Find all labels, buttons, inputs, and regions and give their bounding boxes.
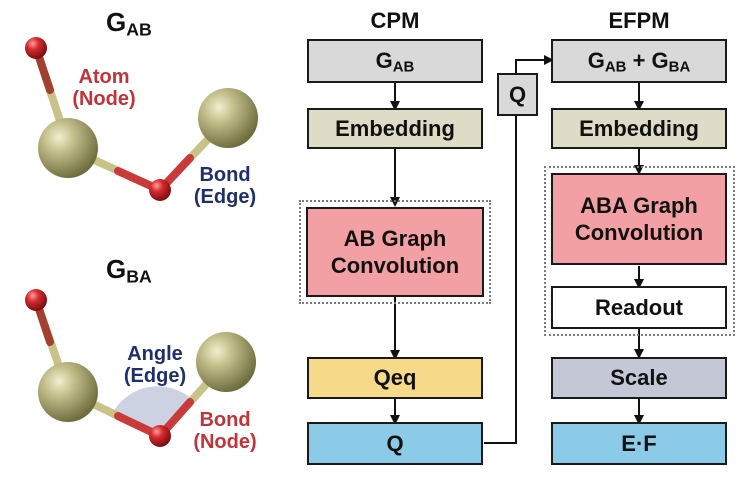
gab-atom-large-left — [38, 118, 98, 178]
bond-edge-line1: Bond — [199, 164, 251, 186]
cpm-input-box: GAB — [307, 39, 483, 83]
gba-atom-small-bottom — [149, 425, 171, 447]
angle-edge-label: Angle (Edge) — [110, 343, 200, 387]
efpm-output-box: E·F — [551, 422, 727, 465]
cpm-conv-line1: AB Graph — [343, 225, 447, 251]
gab-atom-small-bottom — [149, 179, 171, 201]
bond-edge-label: Bond (Edge) — [180, 164, 270, 208]
efpm-readout-box: Readout — [551, 286, 727, 329]
angle-edge-line1: Angle — [127, 343, 183, 365]
bond-node-line2: (Node) — [193, 431, 257, 453]
atom-label-line2: (Node) — [72, 88, 136, 110]
cpm-q-box: Q — [307, 422, 483, 465]
efpm-graph-conv-box: ABA Graph Convolution — [551, 173, 727, 265]
bond-edge-line2: (Edge) — [193, 186, 257, 208]
gab-title: GAB — [106, 7, 152, 40]
efpm-title: EFPM — [608, 8, 670, 33]
efpm-conv-line1: ABA Graph — [580, 192, 698, 218]
efpm-embedding-box: Embedding — [551, 108, 727, 149]
gba-atom-small-top — [25, 289, 47, 311]
q-link-box: Q — [497, 73, 538, 116]
cpm-title: CPM — [370, 8, 420, 33]
bond-node-line1: Bond — [199, 409, 251, 431]
cpm-conv-dashed-frame — [299, 200, 491, 304]
gba-atom-large-right — [196, 332, 256, 392]
gba-title: GBA — [106, 254, 152, 287]
gba-atom-large-left — [38, 362, 98, 422]
cpm-graph-conv-box: AB Graph Convolution — [306, 207, 484, 297]
efpm-conv-dashed-frame — [544, 166, 735, 336]
efpm-input-box: GAB + GBA — [551, 39, 727, 83]
atom-label-line1: Atom — [78, 66, 130, 88]
gab-atom-large-right — [198, 88, 258, 148]
cpm-embedding-box: Embedding — [307, 108, 483, 149]
efpm-scale-box: Scale — [551, 357, 727, 399]
gba-molecule — [25, 289, 256, 447]
atom-node-label: Atom (Node) — [56, 66, 152, 110]
cpm-conv-line2: Convolution — [330, 253, 460, 278]
angle-shade — [113, 386, 193, 436]
gab-molecule — [25, 37, 258, 201]
gab-atom-small-top — [25, 37, 47, 59]
bond-node-label: Bond (Node) — [180, 409, 270, 453]
q-connector-line — [484, 55, 554, 444]
angle-edge-line2: (Edge) — [123, 365, 187, 387]
cpm-qeq-box: Qeq — [307, 357, 483, 399]
efpm-conv-line2: Convolution — [574, 220, 704, 245]
